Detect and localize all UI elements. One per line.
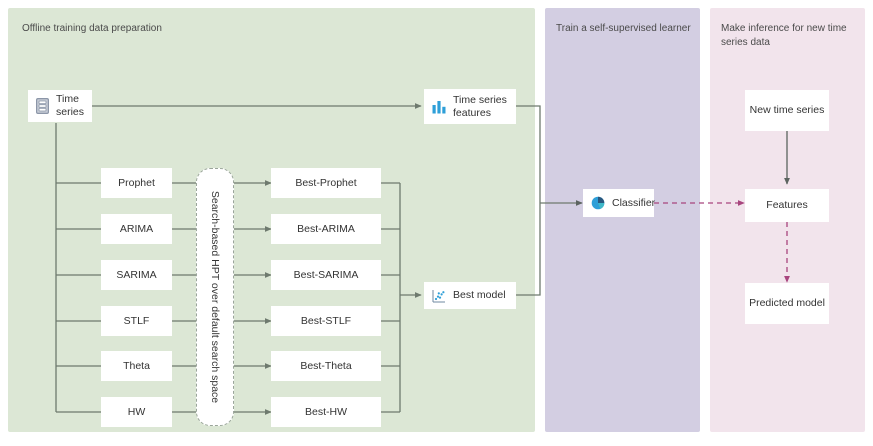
node-best-prophet[interactable]: Best-Prophet bbox=[271, 168, 381, 198]
node-time-series[interactable]: Time series bbox=[28, 90, 92, 122]
node-best-arima-label: Best-ARIMA bbox=[297, 222, 355, 235]
node-predicted-model[interactable]: Predicted model bbox=[745, 283, 829, 324]
panel-train-title: Train a self-supervised learner bbox=[556, 23, 691, 34]
node-best-theta[interactable]: Best-Theta bbox=[271, 351, 381, 381]
node-features[interactable]: Features bbox=[745, 189, 829, 222]
node-model-hw-label: HW bbox=[127, 405, 146, 418]
node-hpt-search-space-label: Search-based HPT over default search spa… bbox=[209, 190, 221, 404]
node-time-series-features[interactable]: Time series features bbox=[424, 89, 516, 124]
node-best-model-label: Best model bbox=[453, 289, 506, 301]
scatter-plot-icon bbox=[432, 289, 445, 302]
node-features-label: Features bbox=[766, 199, 808, 211]
node-classifier-label: Classifier bbox=[612, 196, 656, 209]
panel-train-learner bbox=[545, 8, 700, 432]
node-best-sarima[interactable]: Best-SARIMA bbox=[271, 260, 381, 290]
node-best-hw[interactable]: Best-HW bbox=[271, 397, 381, 427]
node-model-stlf-label: STLF bbox=[123, 314, 150, 327]
node-best-prophet-label: Best-Prophet bbox=[295, 176, 357, 189]
node-best-sarima-label: Best-SARIMA bbox=[293, 268, 359, 281]
node-best-hw-label: Best-HW bbox=[305, 405, 347, 418]
node-model-stlf[interactable]: STLF bbox=[101, 306, 172, 336]
node-classifier[interactable]: Classifier bbox=[583, 189, 656, 217]
node-best-stlf-label: Best-STLF bbox=[300, 314, 352, 327]
database-icon bbox=[36, 98, 49, 114]
node-predicted-model-label: Predicted model bbox=[749, 297, 825, 309]
node-model-theta[interactable]: Theta bbox=[101, 351, 172, 381]
node-model-arima[interactable]: ARIMA bbox=[101, 214, 172, 244]
node-model-prophet-label: Prophet bbox=[118, 176, 155, 189]
node-best-theta-label: Best-Theta bbox=[300, 359, 352, 372]
node-best-arima[interactable]: Best-ARIMA bbox=[271, 214, 381, 244]
panel-offline-title: Offline training data preparation bbox=[22, 23, 162, 34]
node-time-series-label: Time series bbox=[56, 93, 85, 118]
node-best-stlf[interactable]: Best-STLF bbox=[271, 306, 381, 336]
node-model-sarima[interactable]: SARIMA bbox=[101, 260, 172, 290]
node-model-theta-label: Theta bbox=[123, 359, 150, 372]
node-new-time-series-label: New time series bbox=[749, 104, 825, 116]
panel-infer-title: Make inference for new time series data bbox=[721, 23, 847, 48]
node-hpt-search-space[interactable]: Search-based HPT over default search spa… bbox=[196, 168, 234, 426]
node-model-prophet[interactable]: Prophet bbox=[101, 168, 172, 198]
node-model-sarima-label: SARIMA bbox=[116, 268, 157, 281]
pie-chart-icon bbox=[591, 196, 605, 210]
node-new-time-series[interactable]: New time series bbox=[745, 90, 829, 131]
node-time-series-features-label: Time series features bbox=[453, 93, 507, 119]
node-model-arima-label: ARIMA bbox=[119, 222, 154, 235]
node-best-model[interactable]: Best model bbox=[424, 282, 516, 309]
node-model-hw[interactable]: HW bbox=[101, 397, 172, 427]
bar-chart-icon bbox=[432, 100, 446, 113]
